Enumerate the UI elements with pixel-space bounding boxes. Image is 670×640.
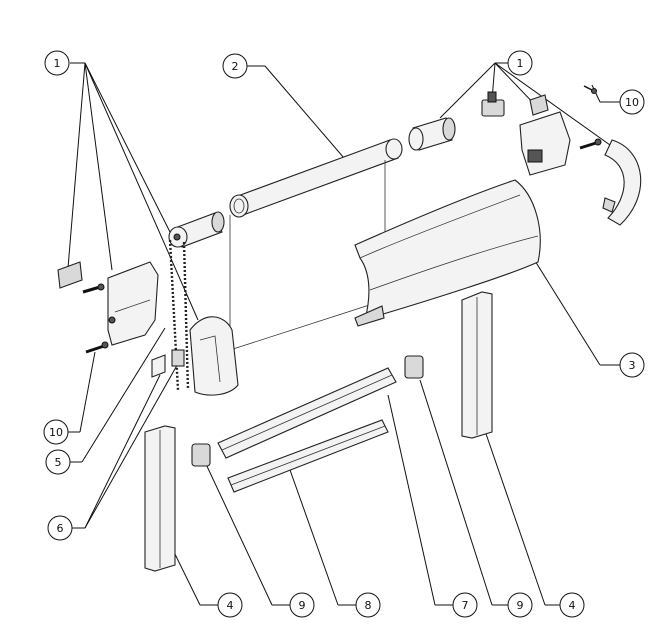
fabric-panel bbox=[229, 160, 386, 351]
idler-pin-part bbox=[481, 91, 505, 117]
end-cap-right-part bbox=[404, 355, 424, 379]
callout-4-left: 4 bbox=[217, 592, 243, 618]
callout-6: 6 bbox=[47, 515, 73, 541]
callout-label: 4 bbox=[227, 599, 234, 612]
cassette-cover-part bbox=[354, 179, 541, 327]
right-bracket-part bbox=[519, 94, 571, 176]
left-screws-part bbox=[82, 283, 109, 354]
chain-housing-part bbox=[189, 316, 239, 396]
callout-10-right: 10 bbox=[619, 89, 645, 115]
bottom-rail-part bbox=[217, 367, 397, 459]
leader-lines bbox=[67, 62, 620, 606]
chain-stopper-part bbox=[171, 349, 185, 367]
clip-part bbox=[151, 354, 166, 378]
left-bracket-part bbox=[57, 261, 159, 346]
callout-label: 9 bbox=[299, 599, 306, 612]
end-cap-left-part bbox=[191, 443, 211, 467]
callout-4-right: 4 bbox=[559, 592, 585, 618]
callout-label: 7 bbox=[462, 599, 469, 612]
callout-10-left: 10 bbox=[43, 419, 69, 445]
callout-label: 4 bbox=[569, 599, 576, 612]
callout-label: 10 bbox=[49, 426, 63, 439]
callout-8: 8 bbox=[355, 592, 381, 618]
callout-9-left: 9 bbox=[289, 592, 315, 618]
roller-tube-part bbox=[229, 138, 403, 218]
callout-1-right: 1 bbox=[507, 50, 533, 76]
callout-2: 2 bbox=[222, 53, 248, 79]
weight-bar-part bbox=[227, 419, 389, 493]
side-channel-left-part bbox=[144, 425, 176, 572]
callout-5: 5 bbox=[45, 449, 71, 475]
callout-3: 3 bbox=[619, 352, 645, 378]
callout-label: 5 bbox=[55, 456, 62, 469]
side-channel-right-part bbox=[461, 291, 493, 439]
callout-label: 6 bbox=[57, 522, 64, 535]
callout-label: 2 bbox=[232, 60, 239, 73]
callout-label: 1 bbox=[54, 57, 61, 70]
callout-label: 3 bbox=[629, 359, 636, 372]
callout-label: 9 bbox=[517, 599, 524, 612]
callout-1-left: 1 bbox=[44, 50, 70, 76]
callout-label: 8 bbox=[365, 599, 372, 612]
tube-end-plug bbox=[408, 117, 456, 151]
callout-7: 7 bbox=[452, 592, 478, 618]
right-end-cap-part bbox=[602, 139, 642, 226]
callout-9-right: 9 bbox=[507, 592, 533, 618]
right-screw-part bbox=[579, 85, 602, 150]
callout-label: 1 bbox=[517, 57, 524, 70]
callout-label: 10 bbox=[625, 96, 639, 109]
control-unit-part bbox=[168, 211, 225, 248]
